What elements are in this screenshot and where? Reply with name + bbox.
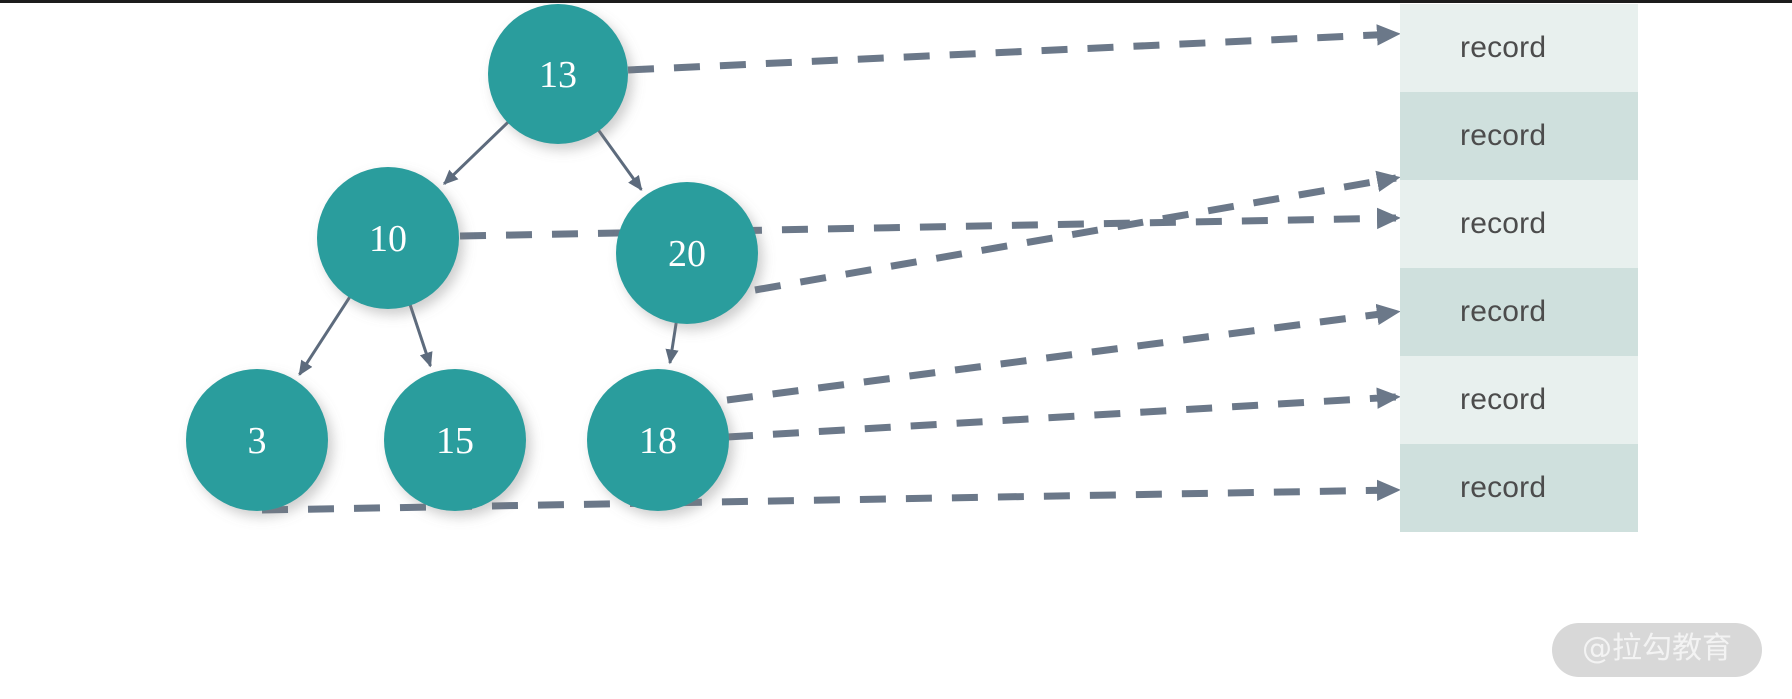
tree-edge-n13-to-n20 (596, 128, 643, 191)
record-label: record (1460, 383, 1547, 416)
record-label: record (1460, 119, 1547, 152)
tree-node-15[interactable]: 15 (384, 369, 526, 511)
pointer-line-n13-to-record-0 (627, 24, 1401, 74)
record-box-1[interactable]: record (1400, 92, 1638, 180)
tree-node-3[interactable]: 3 (186, 369, 328, 511)
record-box-4[interactable]: record (1400, 356, 1638, 444)
pointer-line-n10-to-record-2 (459, 207, 1401, 240)
node-label-20: 20 (668, 233, 706, 275)
tree-edge-n20-to-n18 (665, 320, 679, 365)
record-box-3[interactable]: record (1400, 268, 1638, 356)
record-label: record (1460, 31, 1547, 64)
tree-node-10[interactable]: 10 (317, 167, 459, 309)
watermark-badge: @拉勾教育 (1552, 622, 1762, 677)
node-circle-10 (317, 167, 459, 309)
node-label-3: 3 (248, 420, 267, 462)
tree-node-18[interactable]: 18 (587, 369, 729, 511)
tree-edge-n10-to-n3 (298, 295, 352, 376)
node-circle-18 (587, 369, 729, 511)
tree-nodes-group: 13 10 20 3 15 18 (186, 4, 758, 511)
record-box-2[interactable]: record (1400, 180, 1638, 268)
tree-node-20[interactable]: 20 (616, 182, 758, 324)
node-label-18: 18 (639, 420, 677, 462)
node-circle-3 (186, 369, 328, 511)
node-circle-15 (384, 369, 526, 511)
node-label-10: 10 (369, 218, 407, 260)
record-label: record (1460, 471, 1547, 504)
tree-edges-group (298, 120, 679, 376)
pointer-line-n18-to-record-3 (726, 303, 1401, 404)
node-label-13: 13 (539, 54, 577, 96)
record-label: record (1460, 207, 1547, 240)
watermark-text: @拉勾教育 (1582, 630, 1732, 666)
top-border-rule (0, 0, 1792, 3)
pointer-line-n18-to-record-4 (726, 387, 1401, 441)
node-label-15: 15 (436, 420, 474, 462)
node-circle-13 (488, 4, 628, 144)
tree-node-13[interactable]: 13 (488, 4, 628, 144)
tree-edge-n13-to-n10 (443, 120, 511, 185)
record-box-0[interactable]: record (1400, 4, 1638, 92)
record-label: record (1460, 295, 1547, 328)
tree-edge-n10-to-n15 (408, 303, 433, 368)
record-box-5[interactable]: record (1400, 444, 1638, 532)
pointer-line-n20-to-record-1 (754, 170, 1401, 294)
node-circle-20 (616, 182, 758, 324)
